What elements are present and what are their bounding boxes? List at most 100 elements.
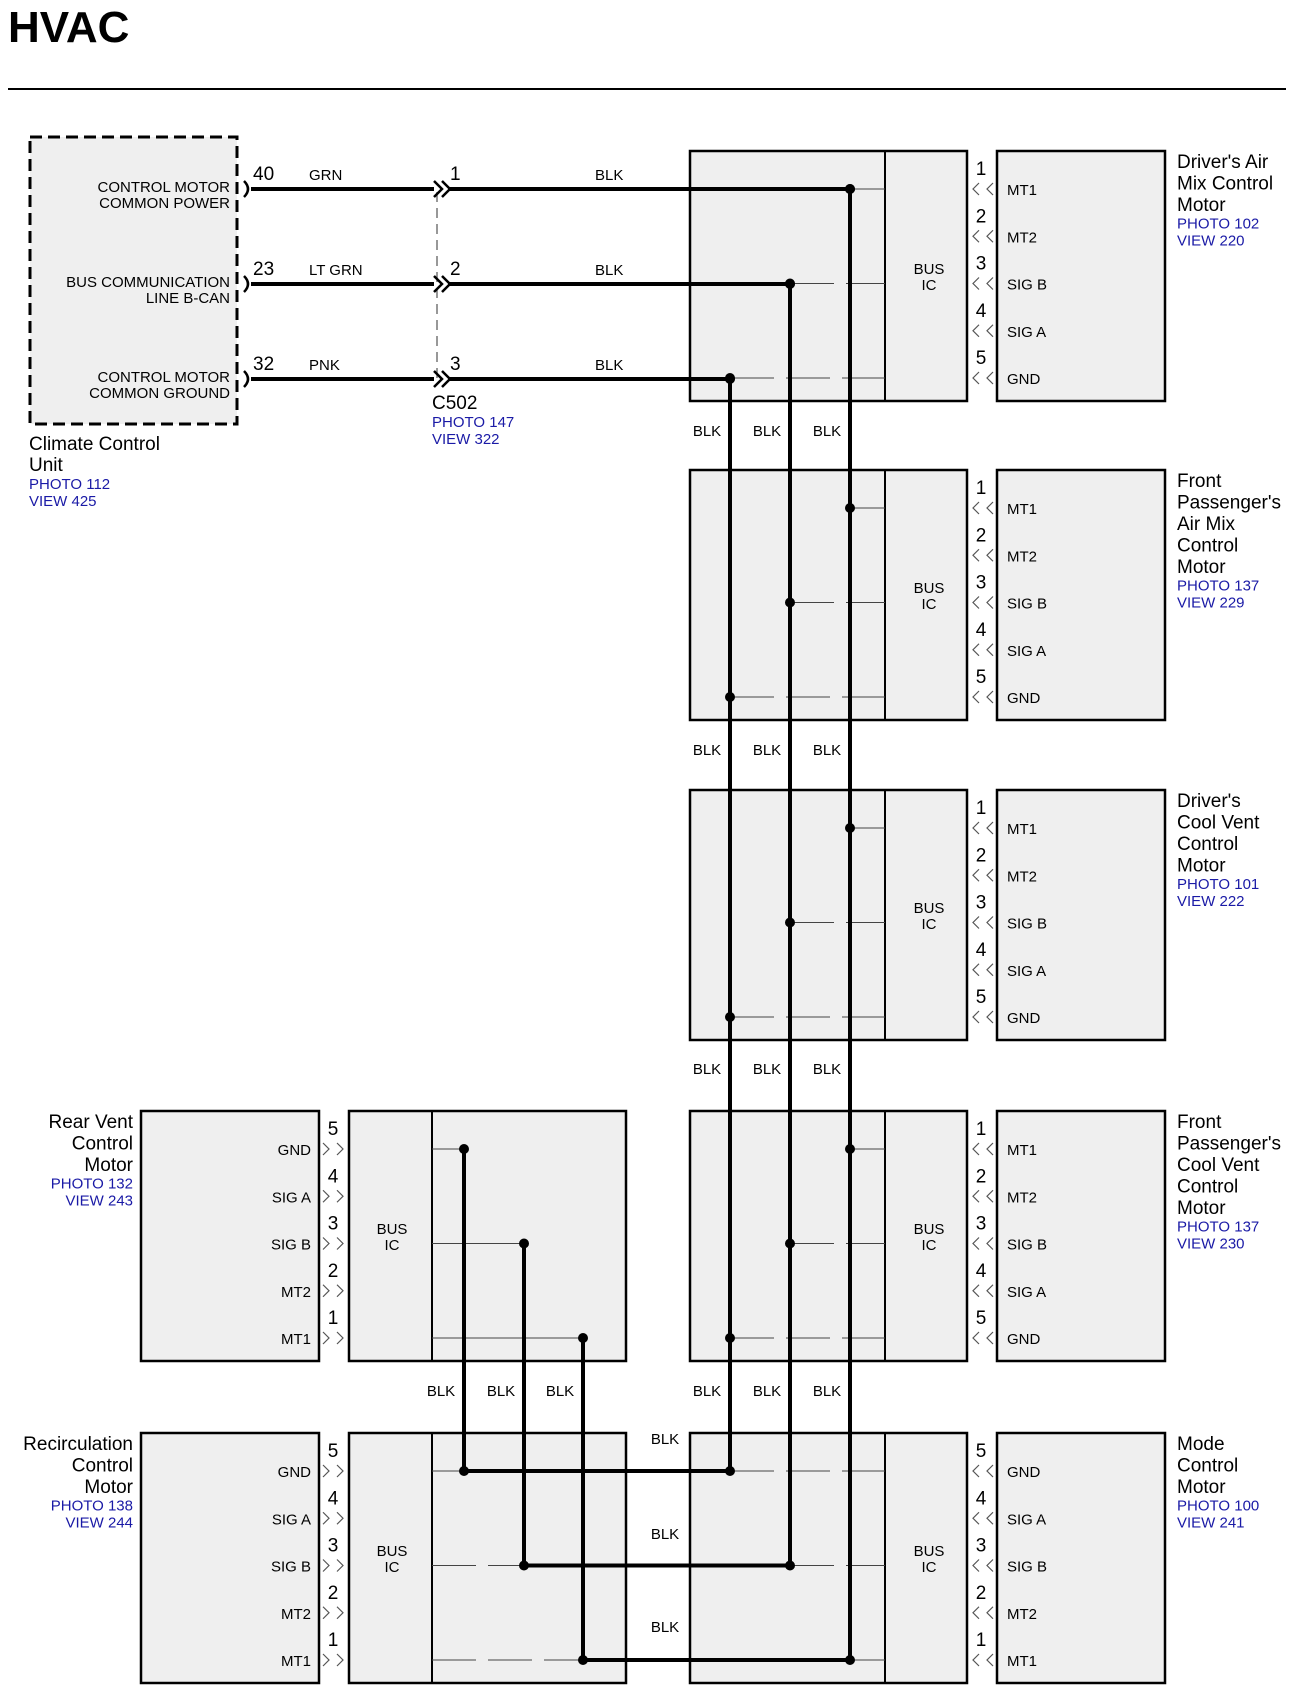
pin-chevron-icon <box>322 1189 330 1203</box>
wire-color-label: BLK <box>427 1383 455 1400</box>
motor-pin-number: 2 <box>976 1166 987 1187</box>
splice-dot <box>785 279 795 289</box>
pin-chevron-icon <box>336 1284 344 1298</box>
pin-chevron-icon <box>322 1606 330 1620</box>
wire-color-label: BLK <box>693 423 721 440</box>
ccu-pin-number: 32 <box>253 354 274 375</box>
motor-pin-label: GND <box>278 1142 312 1159</box>
wire-color-label: BLK <box>813 423 841 440</box>
ccu-pin-label: LINE B-CAN <box>146 290 230 307</box>
bus-ic-label: IC <box>922 596 937 613</box>
wire-color-label: LT GRN <box>309 262 363 279</box>
motor-view-ref: VIEW 241 <box>1177 1515 1245 1532</box>
splice-dot <box>519 1560 529 1571</box>
motor-pin-number: 4 <box>976 1261 987 1282</box>
ccu-photo-ref: PHOTO 112 <box>29 476 110 493</box>
motor-name: Passenger's <box>1177 1134 1281 1155</box>
pin-chevron-icon <box>972 182 980 196</box>
wire-color-label: GRN <box>309 167 342 184</box>
motor-pin-label: MT1 <box>1007 182 1037 199</box>
c502-name: C502 <box>432 393 477 414</box>
motor-pin-number: 3 <box>976 1536 987 1557</box>
motor-box <box>139 1109 321 1363</box>
bus-ic-label: BUS <box>377 1543 408 1560</box>
pin-chevron-icon <box>336 1331 344 1345</box>
wire-color-label: BLK <box>753 742 781 759</box>
pin-chevron-icon <box>322 1559 330 1572</box>
motor-photo-ref: PHOTO 138 <box>51 1498 133 1515</box>
motor-pin-label: SIG A <box>1007 324 1046 341</box>
pin-chevron-icon <box>972 916 980 929</box>
bus-ic-label: IC <box>385 1559 400 1576</box>
pin-chevron-icon <box>972 596 980 609</box>
bus-ic-label: BUS <box>914 261 945 278</box>
pin-chevron-icon <box>972 868 980 882</box>
c502-pin-number: 2 <box>450 259 461 280</box>
pin-chevron-icon <box>986 1331 994 1345</box>
c502-pin-number: 1 <box>450 164 461 185</box>
motor-name: Motor <box>1177 856 1226 877</box>
bus-ic-label: BUS <box>914 1543 945 1560</box>
motor-name: Control <box>1177 1177 1238 1198</box>
pin-chevron-icon <box>336 1511 344 1525</box>
bus-ic-label: IC <box>922 1237 937 1254</box>
motor-pin-label: SIG A <box>1007 1284 1046 1301</box>
motor-pin-label: GND <box>1007 1331 1041 1348</box>
pin-chevron-icon <box>986 277 994 290</box>
motor-name: Driver's Air <box>1177 152 1269 173</box>
motor-view-ref: VIEW 229 <box>1177 595 1245 612</box>
motor-pin-number: 2 <box>976 1583 987 1604</box>
pin-chevron-icon <box>322 1653 330 1667</box>
motor-box <box>139 1431 321 1685</box>
pin-chevron-icon <box>986 1237 994 1250</box>
motor-name: Recirculation <box>23 1434 133 1455</box>
wire-color-label: BLK <box>651 1619 679 1636</box>
pin-chevron-icon <box>986 643 994 657</box>
motor-name: Rear Vent <box>49 1112 134 1133</box>
pin-chevron-icon <box>322 1284 330 1298</box>
pin-chevron-icon <box>972 1237 980 1250</box>
motor-pin-label: MT2 <box>1007 1189 1037 1206</box>
motor-pin-label: MT1 <box>281 1653 311 1670</box>
pin-chevron-icon <box>972 1606 980 1620</box>
motor-pin-label: MT2 <box>1007 1606 1037 1623</box>
pin-chevron-icon <box>972 277 980 290</box>
pin-chevron-icon <box>986 1653 994 1667</box>
motor-pin-label: SIG B <box>1007 596 1047 613</box>
pin-chevron-icon <box>986 1464 994 1478</box>
splice-dot <box>459 1466 469 1476</box>
motor-pin-number: 3 <box>976 254 987 275</box>
bus-ic-label: IC <box>385 1237 400 1254</box>
motor-pin-label: SIG B <box>1007 1559 1047 1576</box>
pin-chevron-icon <box>986 596 994 609</box>
pin-chevron-icon <box>972 1189 980 1203</box>
motor-view-ref: VIEW 220 <box>1177 233 1245 250</box>
motor-name: Control <box>1177 834 1238 855</box>
pin-chevron-icon <box>972 1464 980 1478</box>
motor-pin-label: MT1 <box>1007 501 1037 518</box>
c502-pin-chevron <box>433 275 444 293</box>
wiring-block <box>688 1109 969 1363</box>
bus-ic-label: IC <box>922 1559 937 1576</box>
motor-pin-label: SIG A <box>1007 963 1046 980</box>
pin-chevron-icon <box>986 324 994 338</box>
motor-view-ref: VIEW 222 <box>1177 893 1245 910</box>
motor-pin-label: GND <box>1007 1010 1041 1027</box>
wiring-block <box>347 1109 628 1363</box>
motor-pin-label: MT2 <box>281 1606 311 1623</box>
motor-name: Front <box>1177 471 1222 492</box>
motor-pin-number: 4 <box>328 1166 339 1187</box>
motor-pin-number: 3 <box>976 573 987 594</box>
motor-name: Mix Control <box>1177 174 1273 195</box>
pin-chevron-icon <box>972 643 980 657</box>
motor-pin-label: SIG B <box>271 1237 311 1254</box>
splice-dot <box>725 374 735 384</box>
pin-chevron-icon <box>336 1606 344 1620</box>
ccu-pin-label: CONTROL MOTOR <box>97 369 230 386</box>
pin-chevron-icon <box>972 821 980 835</box>
wire-color-label: BLK <box>753 1383 781 1400</box>
